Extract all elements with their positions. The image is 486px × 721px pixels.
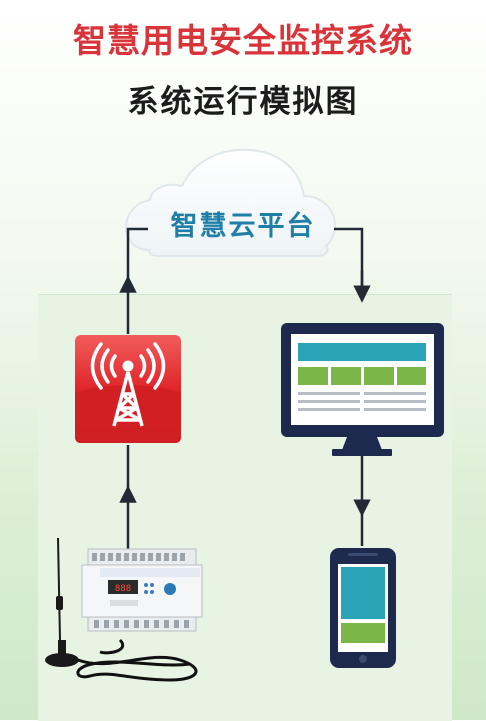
- smartphone-icon: [330, 548, 396, 668]
- monitoring-device-icon: 888: [81, 548, 203, 632]
- monitor-icon: [281, 323, 444, 456]
- svg-text:888: 888: [115, 584, 131, 594]
- line-cloud-right: [334, 227, 364, 290]
- cloud-platform-label: 智慧云平台: [170, 211, 316, 242]
- line-to-cloud: [126, 227, 148, 284]
- antenna-icon: [45, 537, 198, 682]
- page-subtitle: 系统运行模拟图: [127, 84, 359, 120]
- page-title: 智慧用电安全监控系统: [73, 21, 413, 60]
- connector-lines: [119, 227, 371, 553]
- signal-tower-icon: [75, 335, 181, 443]
- cloud-icon: [125, 148, 336, 257]
